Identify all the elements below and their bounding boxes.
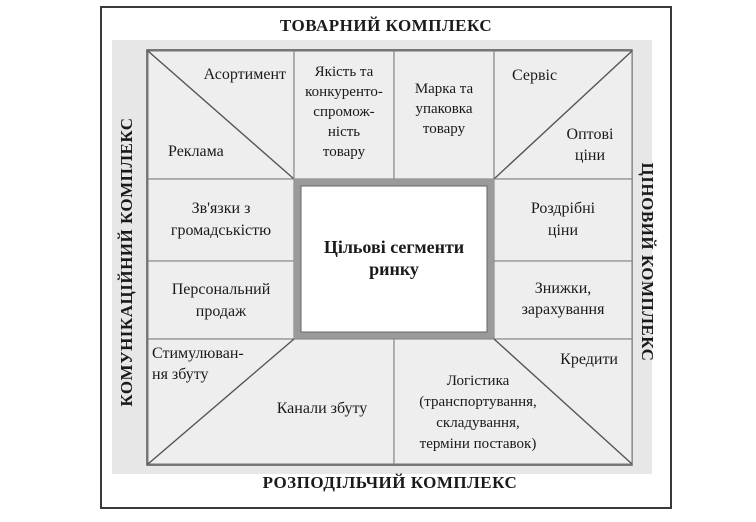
svg-text:ність: ність — [328, 124, 360, 140]
label-wholesale-2: ціни — [575, 147, 606, 164]
label-pr-1: Зв'язки з — [192, 200, 251, 217]
center-line-1: Цільові сегменти — [324, 237, 464, 257]
cell-discounts — [493, 260, 633, 340]
label-promotion-1: Стимулюван- — [152, 345, 244, 362]
svg-text:складування,: складування, — [436, 415, 519, 431]
label-credits: Кредити — [560, 351, 618, 368]
label-personal-1: Персональний — [172, 281, 271, 298]
cell-bottom-right — [393, 338, 633, 465]
svg-text:терміни поставок): терміни поставок) — [420, 436, 537, 452]
label-brand: Марка та упаковка товару — [415, 81, 474, 137]
svg-text:Марка та: Марка та — [415, 81, 474, 97]
label-pr-2: громадськістю — [171, 222, 271, 239]
svg-text:упаковка: упаковка — [415, 101, 472, 117]
svg-text:Логістика: Логістика — [447, 373, 510, 389]
cell-pr — [147, 178, 295, 262]
label-wholesale-1: Оптові — [567, 126, 614, 143]
label-retail-2: ціни — [548, 222, 579, 239]
svg-text:Якість та: Якість та — [315, 64, 374, 80]
label-logistics: Логістика (транспортування, складування,… — [419, 373, 537, 452]
diagonal-top-left — [147, 50, 295, 180]
diagonal-bottom-right — [493, 338, 633, 465]
label-promotion-2: ня збуту — [152, 366, 209, 383]
center-line-2: ринку — [369, 259, 419, 279]
diagonal-bottom-left — [147, 338, 295, 465]
cell-personal — [147, 260, 295, 340]
label-channels: Канали збуту — [277, 400, 368, 417]
diagonal-top-right — [493, 50, 633, 180]
svg-text:конкуренто-: конкуренто- — [305, 84, 383, 100]
label-personal-2: продаж — [196, 303, 247, 320]
svg-text:товару: товару — [323, 144, 366, 160]
label-advertising: Реклама — [168, 143, 224, 160]
cell-quality — [293, 50, 395, 180]
svg-text:товару: товару — [423, 121, 466, 137]
cell-retail — [493, 178, 633, 262]
title-right: ЦІНОВИЙ КОМПЛЕКС — [638, 163, 657, 362]
label-service: Сервіс — [512, 67, 557, 84]
label-assortment: Асортимент — [204, 66, 286, 83]
label-retail-1: Роздрібні — [531, 200, 596, 217]
label-discounts-1: Знижки, — [535, 280, 592, 297]
center-box — [300, 185, 488, 333]
svg-text:спромож-: спромож- — [313, 104, 374, 120]
cell-bottom-left — [147, 338, 395, 465]
cell-brand — [393, 50, 495, 180]
title-bottom: РОЗПОДІЛЬЧИЙ КОМПЛЕКС — [263, 473, 518, 492]
label-quality: Якість та конкуренто- спромож- ність тов… — [305, 64, 383, 160]
svg-text:(транспортування,: (транспортування, — [419, 394, 537, 410]
title-top: ТОВАРНИЙ КОМПЛЕКС — [280, 16, 492, 35]
title-left: КОМУНІКАЦІЙНИЙ КОМПЛЕКС — [117, 117, 136, 406]
label-discounts-2: зарахування — [522, 301, 605, 318]
